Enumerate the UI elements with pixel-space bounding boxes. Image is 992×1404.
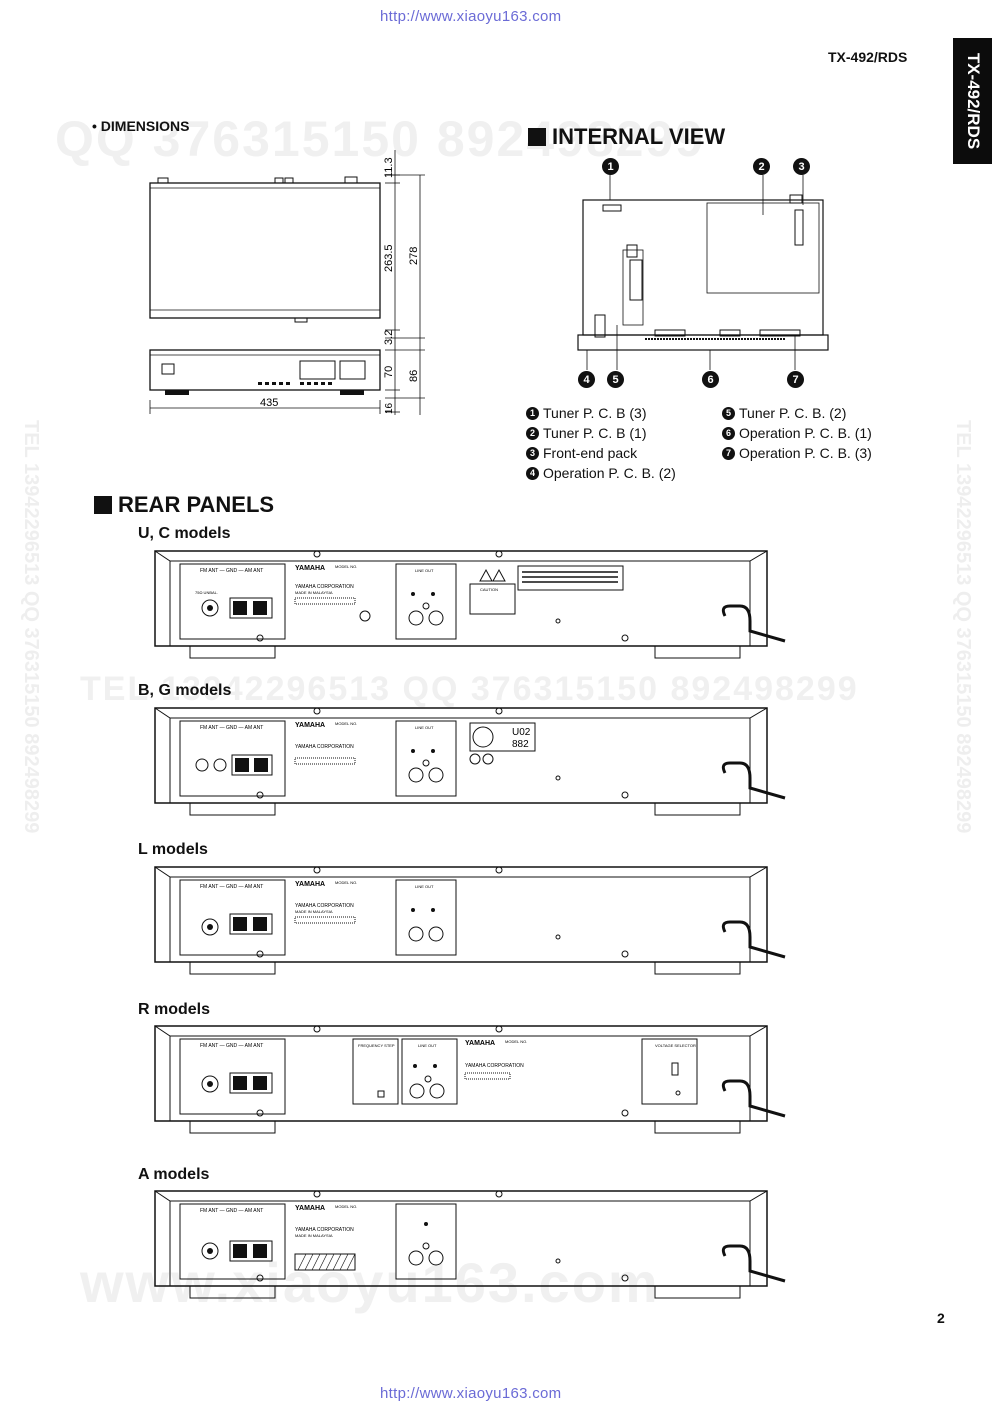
yamaha-logo-text: YAMAHA bbox=[295, 1205, 325, 1212]
approval-code-2: 882 bbox=[512, 739, 529, 750]
line-out-label: LINE OUT bbox=[418, 1043, 437, 1048]
dimensions-title: • DIMENSIONS bbox=[92, 118, 190, 134]
section-square-icon bbox=[94, 496, 112, 514]
model-label-r: R models bbox=[138, 1001, 211, 1018]
model-no-line-text: MODEL NO. bbox=[505, 1039, 527, 1044]
callout-6-icon: 6 bbox=[702, 371, 719, 388]
ant-terminal-label: FM ANT — GND — AM ANT bbox=[200, 1043, 263, 1049]
voltage-selector-label: VOLTAGE SELECTOR bbox=[655, 1043, 696, 1048]
legend-num-3-icon: 3 bbox=[526, 446, 539, 460]
dim-label-16: 16 bbox=[384, 402, 395, 414]
internal-view-drawing bbox=[577, 175, 829, 370]
rear-panels-title: REAR PANELS bbox=[94, 492, 274, 518]
watermark-bottom: www.xiaoyu163.com bbox=[80, 1251, 660, 1314]
model-number: TX-492/RDS bbox=[828, 49, 908, 65]
ant-terminal-label: FM ANT — GND — AM ANT bbox=[200, 568, 263, 574]
line-out-label: LINE OUT bbox=[415, 725, 434, 730]
fm-unbal-label: 75Ω UNBAL. bbox=[195, 590, 218, 595]
model-label-uc: U, C models bbox=[138, 525, 231, 542]
rear-panel-r: FM ANT — GND — AM ANT FREQUENCY STEP LIN… bbox=[154, 1025, 786, 1134]
line-out-label: LINE OUT bbox=[415, 568, 434, 573]
dim-label-70: 70 bbox=[383, 366, 395, 378]
watermark-left-vertical: TEL 13942296513 QQ 376315150 892498299 bbox=[20, 420, 42, 834]
corp-text: YAMAHA CORPORATION bbox=[295, 1227, 354, 1233]
caution-label: CAUTION bbox=[480, 587, 498, 592]
corp-text: YAMAHA CORPORATION bbox=[465, 1063, 524, 1069]
rear-panel-uc: FM ANT — GND — AM ANT 75Ω UNBAL. YAMAHA … bbox=[154, 550, 786, 659]
freq-step-label: FREQUENCY STEP bbox=[358, 1043, 395, 1048]
model-no-line-text: MODEL NO. bbox=[335, 1204, 357, 1209]
callout-5-icon: 5 bbox=[607, 371, 624, 388]
bottom-url[interactable]: http://www.xiaoyu163.com bbox=[380, 1385, 562, 1402]
corp-text: YAMAHA CORPORATION bbox=[295, 903, 354, 909]
ant-terminal-label: FM ANT — GND — AM ANT bbox=[200, 725, 263, 731]
corp-text: YAMAHA CORPORATION bbox=[295, 744, 354, 750]
model-label-a: A models bbox=[138, 1166, 210, 1183]
model-label-l: L models bbox=[138, 841, 208, 858]
model-no-line-text: MODEL NO. bbox=[335, 564, 357, 569]
dim-label-3-2: 3.2 bbox=[383, 330, 395, 345]
dimensions-drawing: 11.3 263.5 3.2 278 70 86 16 435 bbox=[149, 150, 425, 415]
callout-2-icon: 2 bbox=[753, 158, 770, 175]
ant-terminal-label: FM ANT — GND — AM ANT bbox=[200, 1208, 263, 1214]
dim-label-278: 278 bbox=[408, 247, 420, 265]
yamaha-logo-text: YAMAHA bbox=[295, 722, 325, 729]
approval-code: U02 bbox=[512, 727, 531, 738]
model-no-line-text: MODEL NO. bbox=[335, 721, 357, 726]
yamaha-logo-text: YAMAHA bbox=[465, 1040, 495, 1047]
callout-7-icon: 7 bbox=[787, 371, 804, 388]
legend-num-6-icon: 6 bbox=[722, 426, 735, 440]
section-square-icon bbox=[528, 128, 546, 146]
side-tab-label: TX-492/RDS bbox=[963, 52, 983, 150]
yamaha-logo-text: YAMAHA bbox=[295, 565, 325, 572]
line-out-label: LINE OUT bbox=[415, 884, 434, 889]
ant-terminal-label: FM ANT — GND — AM ANT bbox=[200, 884, 263, 890]
dim-label-11-3: 11.3 bbox=[383, 157, 395, 178]
rear-panel-bg: FM ANT — GND — AM ANT YAMAHA MODEL NO. Y… bbox=[154, 707, 786, 816]
dim-label-86: 86 bbox=[408, 370, 420, 382]
made-in-text: MADE IN MALAYSIA bbox=[295, 590, 333, 595]
rear-panel-a: FM ANT — GND — AM ANT YAMAHA MODEL NO. Y… bbox=[154, 1190, 786, 1299]
page-number: 2 bbox=[937, 1310, 945, 1326]
legend-num-5-icon: 5 bbox=[722, 406, 735, 420]
made-in-text: MADE IN MALAYSIA bbox=[295, 1233, 333, 1238]
callout-4-icon: 4 bbox=[578, 371, 595, 388]
made-in-text: MADE IN MALAYSIA bbox=[295, 909, 333, 914]
callout-3-icon: 3 bbox=[793, 158, 810, 175]
dim-label-435: 435 bbox=[260, 397, 278, 409]
yamaha-logo-text: YAMAHA bbox=[295, 881, 325, 888]
callout-1-icon: 1 bbox=[602, 158, 619, 175]
dim-label-263-5: 263.5 bbox=[383, 244, 395, 272]
legend-num-7-icon: 7 bbox=[722, 446, 735, 460]
side-tab: TX-492/RDS bbox=[953, 38, 992, 164]
legend-num-2-icon: 2 bbox=[526, 426, 539, 440]
top-url[interactable]: http://www.xiaoyu163.com bbox=[380, 8, 562, 25]
watermark-mid: TEL 13942296513 QQ 376315150 892498299 bbox=[80, 670, 859, 708]
model-label-bg: B, G models bbox=[138, 682, 232, 699]
watermark-right-vertical: TEL 13942296513 QQ 376315150 892498299 bbox=[952, 420, 974, 834]
legend-num-4-icon: 4 bbox=[526, 466, 539, 480]
watermark-top: QQ 376315150 892498299 bbox=[55, 111, 706, 167]
legend-num-1-icon: 1 bbox=[526, 406, 539, 420]
rear-panel-l: FM ANT — GND — AM ANT YAMAHA MODEL NO. Y… bbox=[154, 866, 786, 975]
model-no-line-text: MODEL NO. bbox=[335, 880, 357, 885]
internal-view-title: INTERNAL VIEW bbox=[528, 124, 725, 150]
corp-text: YAMAHA CORPORATION bbox=[295, 584, 354, 590]
